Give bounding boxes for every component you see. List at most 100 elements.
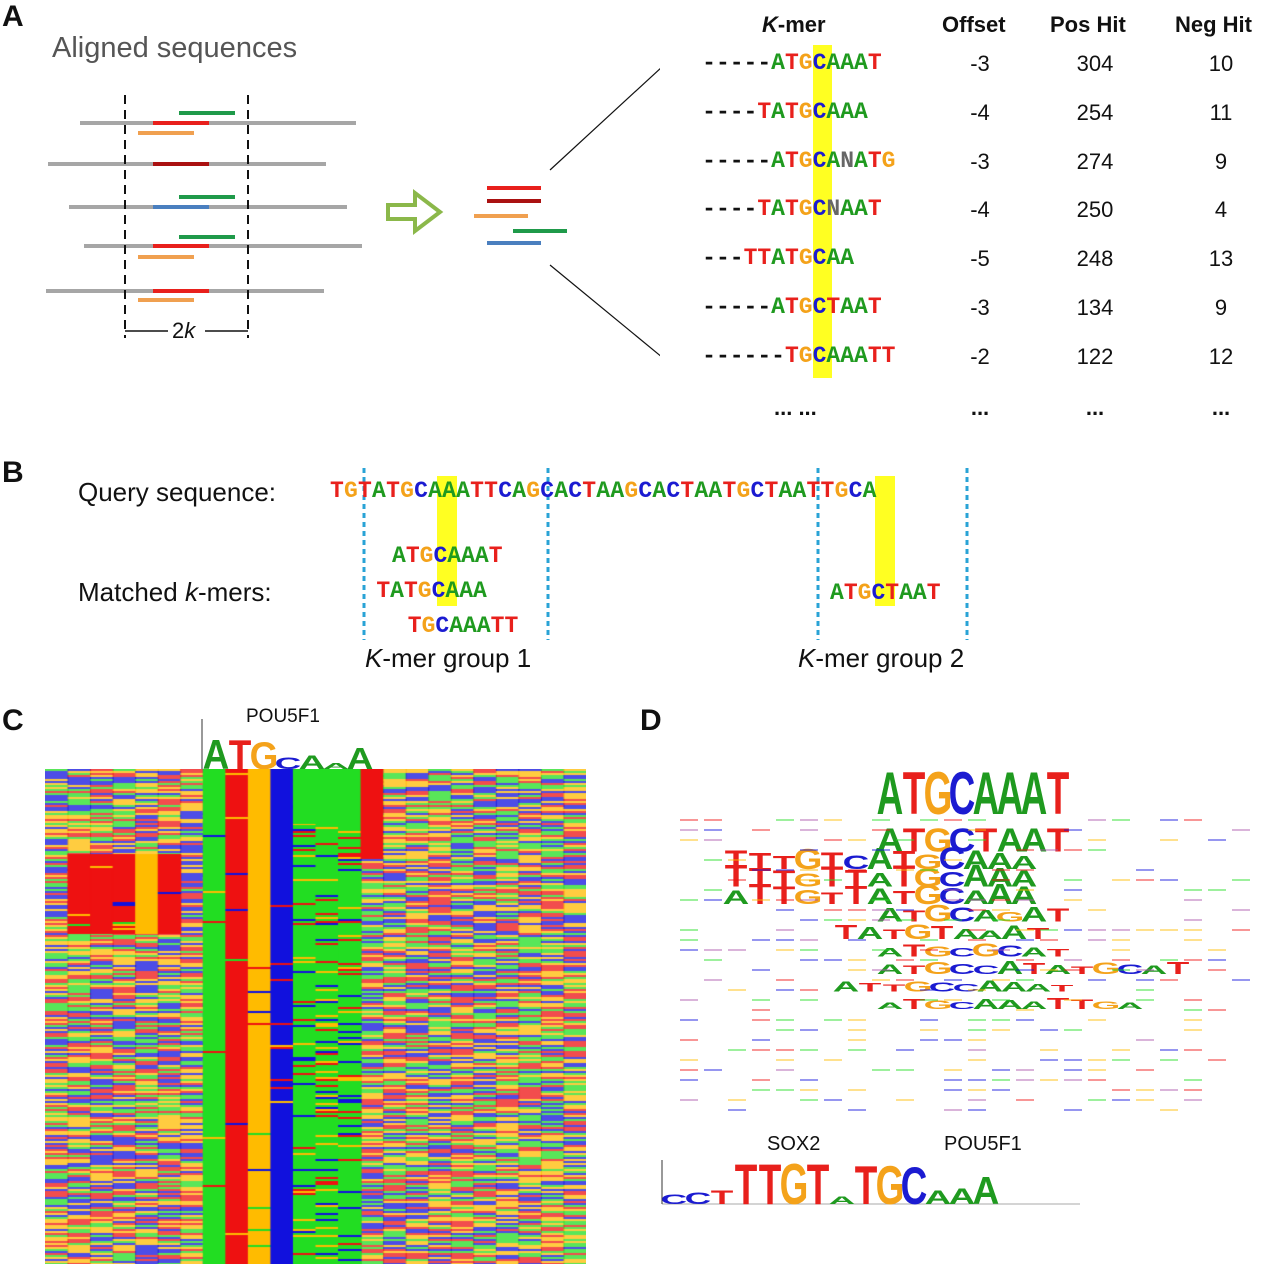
logo-letter: C [939,841,966,876]
nucleotide-A: A [854,294,868,320]
logo-letter: C [843,852,870,874]
nucleotide-A: A [854,147,868,174]
logo-letter: A [867,843,894,876]
logo-letter: T [893,861,916,894]
nucleotide-T: T [757,98,772,125]
nucleotide-G: G [798,147,813,174]
nucleotide-G: G [881,147,896,174]
nucleotide-G: G [798,50,813,76]
logo-letter: C [685,1190,712,1209]
nucleotide-A: A [778,478,793,504]
offset-cell: -2 [970,343,990,369]
kmer-row: ----TATGCAAA [702,99,868,125]
logo-letter: T [821,860,844,892]
logo-letter: A [963,845,990,875]
logo-letter: T [975,822,998,859]
nucleotide-A: A [459,578,474,604]
logo-letter: A [963,887,990,909]
logo-letter: T [725,859,748,894]
nucleotide-T: T [784,342,799,369]
nucleotide-A: A [912,580,927,606]
nucleotide-T: T [885,580,900,606]
query-sequence: TGTATGCAAATTCAGCACTAAGCACTAATGCTAATTGCA [330,478,877,504]
kmer-sequence: ATGCTAAT [771,294,882,320]
nucleotide-T: T [722,478,737,504]
panel-b-label: B [2,456,24,489]
bracket-label-k: k [184,318,196,343]
logo-letter: C [275,755,302,771]
offset-cell: -5 [970,246,990,272]
logo-letter: G [250,735,279,771]
logo-letter: A [347,742,374,771]
nucleotide-T: T [680,478,695,504]
logo-letter: A [829,1194,856,1207]
kmer-sequence: TGCAAATT [785,343,896,369]
nucleotide-A: A [456,478,471,504]
logo-letter: A [977,928,1004,942]
kmer-sequence: TATGCAAA [757,99,868,125]
nucleotide-A: A [476,613,491,639]
nucleotide-T: T [405,543,420,569]
logo-letter: A [973,760,1000,828]
nucleotide-T: T [490,613,505,639]
nucleotide-T: T [403,578,418,604]
nucleotide-A: A [694,478,709,504]
logo-letter: T [807,1153,830,1212]
logo-letter: A [877,760,904,828]
logo-letter: A [977,978,1004,996]
nucleotide-T: T [784,147,799,174]
nucleotide-G: G [400,478,415,504]
nucleotide-A: A [862,478,877,504]
nucleotide-A: A [792,478,807,504]
nucleotide-A: A [854,50,868,76]
logo-letter: C [953,982,980,994]
logo-letter: A [997,822,1024,859]
nucleotide-A: A [392,543,406,569]
ellipsis-offset: ... [970,395,990,420]
nucleotide-T: T [784,50,799,76]
logo-letter: A [973,1170,1000,1212]
logo-letter: T [835,921,858,943]
logo-letter: C [901,1157,928,1212]
logo-letter: T [229,733,252,771]
pos-cell: 248 [1076,246,1114,272]
logo-letter: A [877,946,904,959]
nucleotide-A: A [840,50,855,76]
neg-cell: 9 [1214,295,1228,320]
logo-letter: C [973,963,1000,977]
offset-cell: -4 [970,197,990,223]
nucleotide-A: A [428,478,443,504]
nucleotide-A: A [826,98,841,125]
nucleotide-A: A [899,580,913,606]
pos-cell: 122 [1076,343,1114,369]
logo-letter: C [929,980,956,994]
nucleotide-A: A [652,478,667,504]
logo-letter: A [877,905,904,927]
logo-letter: T [1071,964,1094,976]
logo-letter: G [924,943,953,960]
kmer-row: ----TATGCNAAT [702,196,882,222]
logo-letter: C [939,868,966,891]
nucleotide-A: A [826,245,841,272]
nucleotide-T: T [386,478,401,504]
nucleotide-A: A [442,478,457,504]
logo-letter: A [1011,882,1038,910]
nucleotide-T: T [743,245,758,272]
sox2-label: SOX2 [767,1133,821,1155]
offset-cell: -3 [970,295,990,320]
nucleotide-C: C [568,478,583,504]
nucleotide-A: A [840,294,855,320]
logo-letter: A [723,887,750,909]
kmer-sequence: ATGCAAAT [771,50,882,76]
logo-letter: G [924,900,953,927]
logo-letter: A [1011,853,1038,873]
logo-letter: C [949,945,976,959]
nucleotide-G: G [798,196,813,223]
logo-letter: A [973,995,1000,1012]
nucleotide-A: A [708,478,723,504]
nucleotide-N: N [840,147,855,174]
logo-letter: C [949,1000,976,1011]
pou5f1-label-c: POU5F1 [246,706,320,727]
nucleotide-A: A [830,580,844,606]
logo-letter: T [931,923,954,943]
